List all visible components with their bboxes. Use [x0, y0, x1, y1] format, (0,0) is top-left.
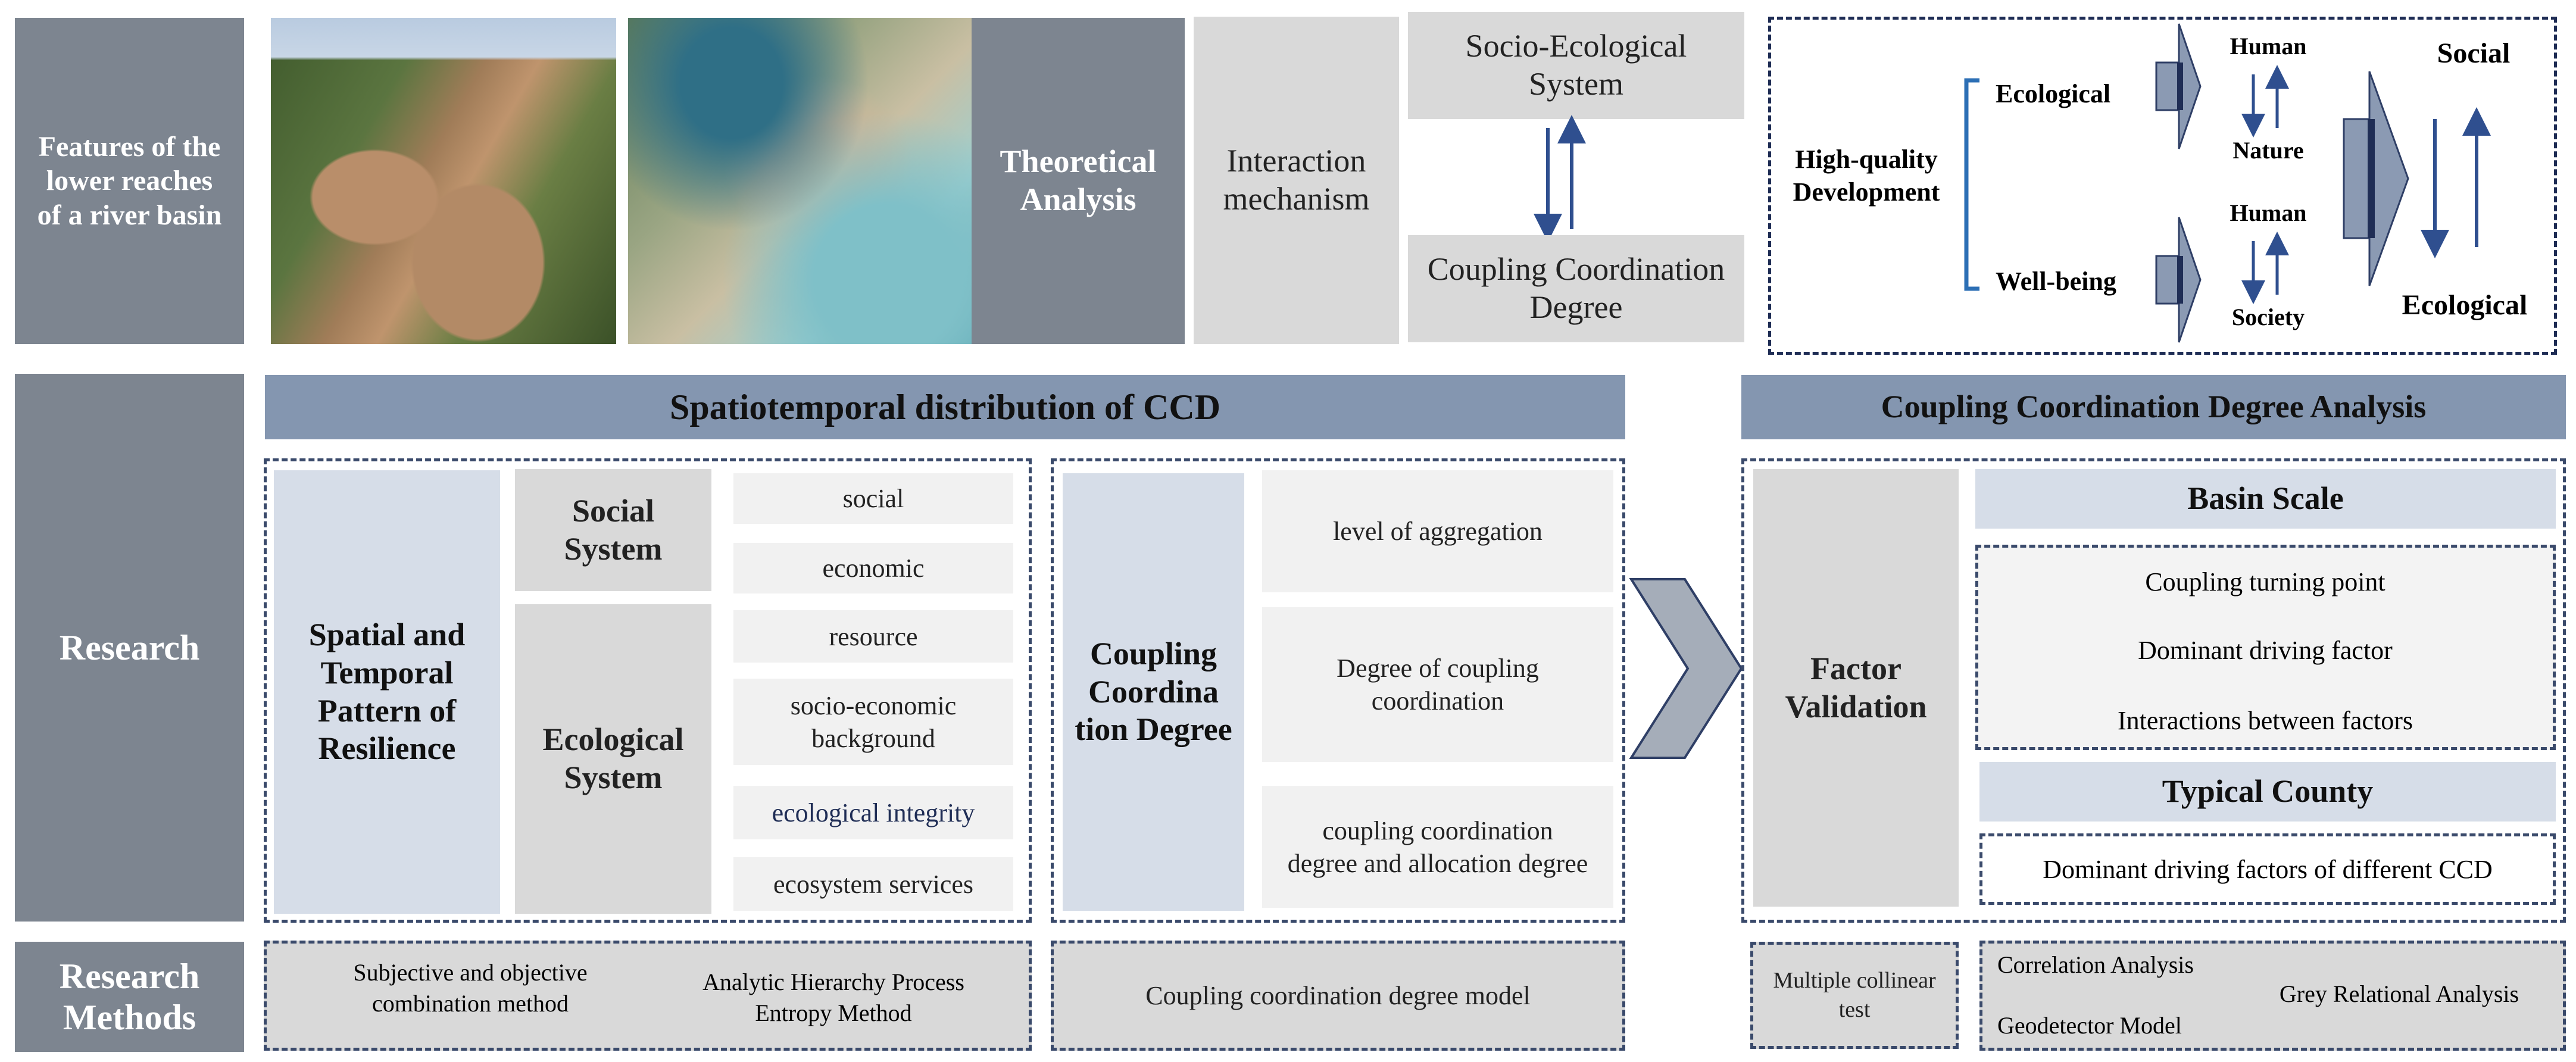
basin-scale-items [1975, 545, 2556, 750]
method-grey-relational: Grey Relational Analysis [2279, 980, 2519, 1007]
indicator-ecosystem-services: ecosystem services [733, 857, 1013, 911]
hq-ecological-label: Ecological [1996, 79, 2111, 108]
basin-scale-header: Basin Scale [1975, 469, 2556, 529]
human-label-1: Human [2230, 32, 2307, 60]
indicator-ecological-integrity: ecological integrity [733, 786, 1013, 839]
spatial-pattern-group [264, 458, 1032, 923]
spatial-temporal-pattern-box: Spatial and Temporal Pattern of Resilien… [274, 470, 500, 914]
county-item-dominant-factors: Dominant driving factors of different CC… [1979, 833, 2556, 905]
river-delta-satellite-photo [628, 18, 973, 344]
method-ccd-model: Coupling coordination degree model [1051, 941, 1625, 1051]
indicator-socio-economic-background: socio-economic background [733, 679, 1013, 765]
basin-item-interactions: Interactions between factors [2118, 706, 2413, 735]
method-ahp: Analytic Hierarchy Process [702, 969, 964, 995]
basin-item-turning-point: Coupling turning point [2145, 567, 2385, 596]
river-aerial-photo [271, 18, 616, 344]
method-entropy: Entropy Method [755, 999, 912, 1026]
human-society-arrows [2241, 232, 2289, 304]
ecological-label-right: Ecological [2402, 289, 2528, 321]
ccd-item-allocation: coupling coordination degree and allocat… [1262, 786, 1613, 908]
ccd-analysis-header: Coupling Coordination Degree Analysis [1741, 375, 2566, 439]
nature-label: Nature [2232, 136, 2304, 164]
method-group-1 [264, 941, 1032, 1051]
wellbeing-right-arrow [2155, 217, 2202, 343]
typical-county-header: Typical County [1979, 762, 2556, 822]
socio-ecological-system-box: Socio-Ecological System [1408, 12, 1744, 119]
indicator-resource: resource [733, 610, 1013, 663]
theoretical-analysis-box: Theoretical Analysis [972, 18, 1185, 344]
ecological-system-box: Ecological System [515, 604, 711, 914]
indicator-social: social [733, 473, 1013, 524]
hq-wellbeing-label: Well-being [1996, 267, 2116, 296]
ecological-right-arrow [2155, 23, 2202, 149]
spatiotemporal-header: Spatiotemporal distribution of CCD [265, 375, 1625, 439]
chevron-right-icon [1629, 578, 1743, 759]
row-label-methods: Research Methods [15, 942, 244, 1052]
society-label: Society [2231, 303, 2305, 330]
indicator-economic: economic [733, 543, 1013, 594]
interaction-mechanism-box: Interaction mechanism [1194, 17, 1399, 344]
method-correlation: Correlation Analysis [1997, 951, 2194, 978]
ccd-box: Coupling Coordination Degree [1408, 235, 1744, 342]
row-label-research: Research [15, 374, 244, 922]
ccd-item-aggregation: level of aggregation [1262, 470, 1613, 592]
social-system-box: Social System [515, 469, 711, 591]
social-ecological-arrows [2421, 107, 2491, 258]
method-group-analysis [1979, 941, 2566, 1051]
human-label-2: Human [2230, 199, 2307, 226]
hq-bracket [1964, 78, 1979, 291]
method-multiple-collinear: Multiple collinear test [1750, 942, 1959, 1049]
basin-item-dominant-factor: Dominant driving factor [2138, 636, 2393, 665]
ccd-item-coupling-coordination: Degree of coupling coordination [1262, 607, 1613, 762]
big-right-arrow [2343, 71, 2409, 286]
analysis-group [1741, 458, 2566, 923]
hq-development-label: High-quality Development [1793, 145, 1940, 207]
human-nature-arrows [2241, 65, 2289, 138]
row-label-features: Features of the lower reaches of a river… [15, 18, 244, 344]
social-label-right: Social [2437, 38, 2511, 70]
factor-validation-box: Factor Validation [1753, 469, 1959, 907]
method-subjective-objective: Subjective and objective combination met… [353, 959, 588, 1017]
bidirectional-arrows [1534, 115, 1586, 242]
ccd-group [1051, 458, 1625, 923]
ccd-label-box: Coupling Coordina tion Degree [1063, 473, 1244, 911]
method-geodetector: Geodetector Model [1997, 1012, 2182, 1039]
